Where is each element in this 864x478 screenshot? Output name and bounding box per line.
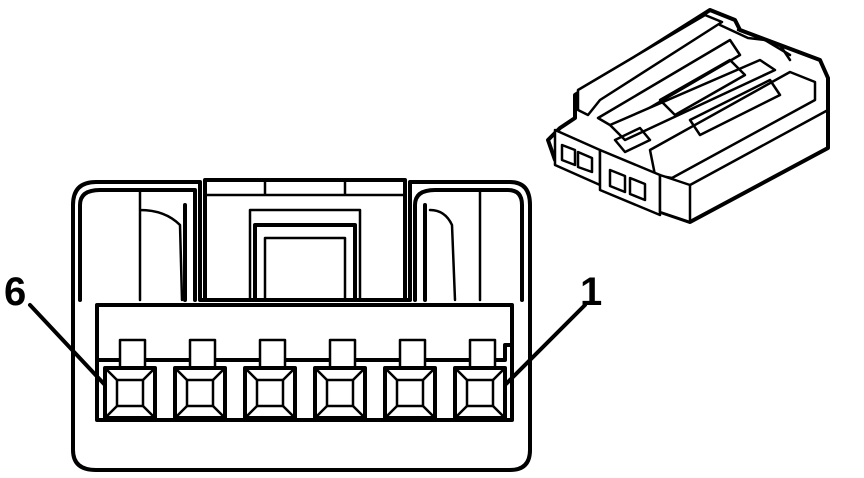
leader-line-left	[28, 303, 107, 387]
pin-terminals	[103, 338, 507, 420]
pin-terminal	[453, 338, 507, 420]
connector-isometric-view	[546, 8, 830, 224]
right-latch	[413, 188, 524, 302]
pin-terminal	[243, 338, 297, 420]
leader-line-right	[503, 303, 587, 387]
pin-label-6: 6	[4, 270, 26, 314]
pin-terminal	[173, 338, 227, 420]
pin-label-1: 1	[580, 270, 602, 314]
left-latch	[78, 188, 197, 302]
pin-cavity-frame	[95, 303, 514, 362]
pin-terminal	[103, 338, 157, 420]
connector-face-view: 6 1	[4, 178, 602, 472]
center-block	[203, 178, 407, 302]
housing-outline	[71, 180, 532, 472]
pin-terminal	[383, 338, 437, 420]
pin-terminal	[313, 338, 367, 420]
